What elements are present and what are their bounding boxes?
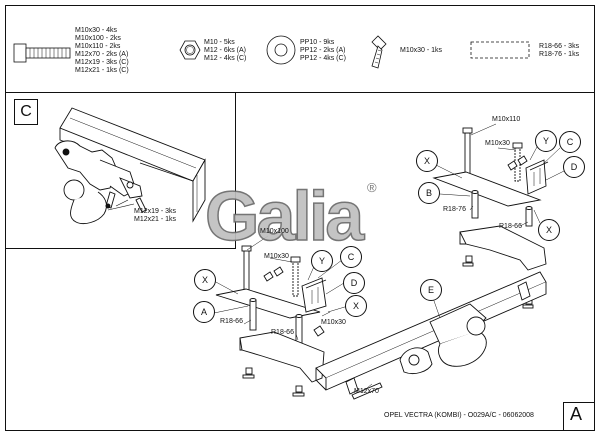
- detail-c-callout: M12x19 - 3ks: [134, 208, 177, 215]
- left-spacer1-label: R18-66: [220, 318, 243, 325]
- bolt-spec: M10x110 - 2ks: [75, 43, 121, 50]
- screw-icon: [371, 35, 387, 69]
- left-callout-y: Y: [311, 250, 333, 272]
- right-bolt-mid-label: M10x30: [485, 140, 510, 147]
- left-bolt-low-label: M10x30: [321, 319, 346, 326]
- main-leaders: [361, 297, 441, 393]
- right-callout-b: B: [418, 182, 440, 204]
- right-callout-x2: X: [538, 219, 560, 241]
- right-callout-y: Y: [535, 130, 557, 152]
- logo-wordmark: Galia: [205, 177, 365, 255]
- view-letter: A: [570, 404, 583, 424]
- registered-mark: ®: [367, 180, 377, 195]
- bolt-spec: M12x19 - 3ks (C): [75, 59, 129, 66]
- nut-spec-list: M10 - 5ks M12 - 6ks (A) M12 - 4ks (C): [204, 39, 246, 63]
- bolt-spec: M10x30 - 4ks: [75, 27, 118, 34]
- left-callout-x: X: [194, 269, 216, 291]
- left-callout-c: C: [340, 246, 362, 268]
- view-a-frame: [563, 402, 595, 430]
- washer-spec-list: PP10 - 9ks PP12 - 2ks (A) PP12 - 4ks (C): [300, 39, 346, 63]
- left-bolt-mid-label: M10x30: [264, 253, 289, 260]
- left-callout-x2: X: [345, 295, 367, 317]
- galia-logo: Galia: [204, 176, 369, 256]
- screw-spec: M10x30 - 1ks: [400, 47, 443, 54]
- bolt-spec: M10x100 - 2ks: [75, 35, 121, 42]
- right-assembly: [432, 127, 549, 309]
- detail-c-frame: [5, 92, 236, 249]
- spacer-spec-list: R18-66 - 3ks R18-76 - 1ks: [539, 43, 579, 59]
- main-callout-e: E: [420, 279, 442, 301]
- detail-c-callout: M12x21 - 1ks: [134, 216, 177, 223]
- right-callout-x: X: [416, 150, 438, 172]
- washer-icon: [266, 35, 296, 65]
- washer-spec: PP12 - 2ks (A): [300, 47, 346, 54]
- right-spacer2-label: R18-66: [499, 223, 522, 230]
- washer-spec: PP12 - 4ks (C): [300, 55, 346, 62]
- outer-frame: [5, 5, 595, 431]
- main-crossbar: [315, 271, 547, 400]
- nut-icon: [179, 40, 201, 60]
- washer-spec: PP10 - 9ks: [300, 39, 335, 46]
- left-callout-a: A: [193, 301, 215, 323]
- left-assembly: [215, 245, 327, 397]
- right-callout-c: C: [559, 131, 581, 153]
- right-spacer1-label: R18-76: [443, 206, 466, 213]
- detail-c-coupling: [54, 140, 147, 225]
- nut-spec: M12 - 4ks (C): [204, 55, 247, 62]
- right-assembly-leaders: [435, 123, 565, 227]
- bolt-spec: M12x21 - 1ks (C): [75, 67, 129, 74]
- detail-c-callouts: M12x19 - 3ks M12x21 - 1ks: [134, 208, 176, 224]
- spacer-icon: [470, 41, 530, 59]
- bolt-spec: M12x70 - 2ks (A): [75, 51, 129, 58]
- bolt-icon: [13, 43, 71, 63]
- left-spacer2-label: R18-66: [271, 329, 294, 336]
- right-bolt-top-label: M10x110: [492, 116, 521, 123]
- spacer-spec: R18-76 - 1ks: [539, 51, 580, 58]
- left-callout-d: D: [343, 272, 365, 294]
- right-callout-d: D: [563, 156, 585, 178]
- main-bottom-label: M12x70: [354, 388, 379, 395]
- detail-c-letter: C: [14, 99, 38, 125]
- bolt-spec-list: M10x30 - 4ks M10x100 - 2ks M10x110 - 2ks…: [75, 27, 129, 75]
- nut-spec: M12 - 6ks (A): [204, 47, 247, 54]
- nut-spec: M10 - 5ks: [204, 39, 235, 46]
- left-bolt-top-label: M10x100: [260, 228, 289, 235]
- spacer-spec: R18-66 - 3ks: [539, 43, 580, 50]
- detail-c-leader: [107, 199, 135, 211]
- left-assembly-leaders: [213, 235, 349, 341]
- drawing-caption: OPEL VECTRA (KOMBI) - O029A/C - 06062008: [384, 412, 534, 419]
